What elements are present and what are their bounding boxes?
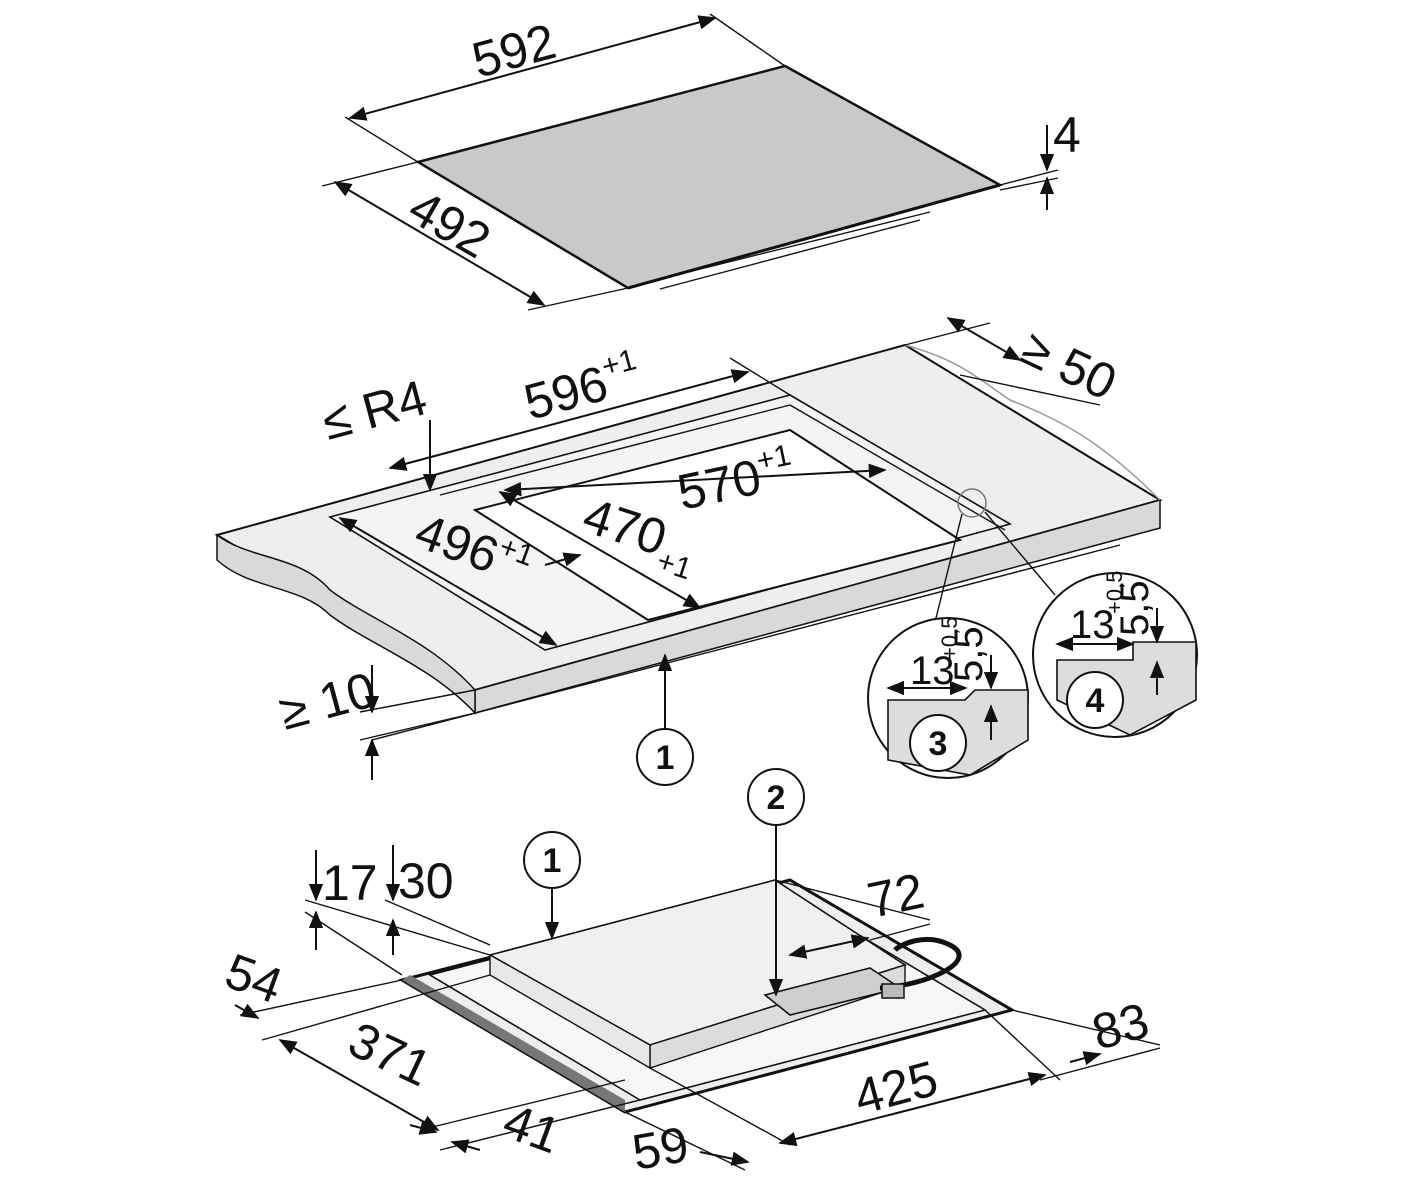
power-cable [879, 937, 962, 991]
detail-3-width: 13 [910, 649, 955, 693]
underside-callout-2: 2 [767, 779, 786, 817]
dim-4: 4 [1053, 107, 1081, 163]
dim-line-425 [778, 1072, 1047, 1146]
dim-line-50 [946, 317, 1022, 361]
worktop-right-break [904, 344, 1161, 501]
dim-30: 30 [398, 853, 454, 909]
dim-59: 59 [628, 1116, 693, 1181]
dim-50: ≥ 50 [1013, 319, 1125, 411]
hob-underside-line [639, 211, 931, 285]
underside-view: 1 2 17 30 54 371 41 59 [218, 768, 1161, 1181]
dim-41: 41 [496, 1093, 567, 1165]
dim-17: 17 [322, 855, 378, 911]
dim-line-470 [498, 491, 702, 609]
hob-glass-plate [414, 64, 1004, 290]
callout-1: 1 [656, 739, 675, 777]
hob-plate-view: 592 492 4 [321, 13, 1081, 311]
dim-line-72 [788, 934, 870, 959]
detail-4-tol: +0,5 [1102, 571, 1127, 614]
detail-4-width: 13 [1070, 603, 1115, 647]
callout-1-circle [636, 728, 694, 786]
worktop-view: 596+1 ≤ R4 570+1 470+1 496+1 ≥ 50 [214, 317, 1163, 786]
dim-line-596 [388, 369, 750, 471]
dim-line-371 [278, 1039, 440, 1131]
dim-r4: ≤ R4 [316, 369, 432, 450]
detail-3: 13 5,5 +0,5 3 [867, 617, 1029, 779]
callout-3: 3 [929, 725, 948, 763]
dim-line-492 [333, 181, 546, 306]
dim-54: 54 [218, 943, 289, 1015]
dim-72: 72 [863, 862, 929, 928]
dim-line-496 [338, 517, 558, 646]
underside-callout-1: 1 [543, 842, 562, 880]
detail-4: 13 5,5 +0,5 4 [1032, 571, 1198, 738]
detail-marker [957, 488, 987, 518]
dim-592: 592 [466, 13, 561, 89]
dim-371: 371 [340, 1011, 439, 1097]
hob-underside-line-2 [659, 219, 921, 290]
callout-4: 4 [1086, 682, 1105, 720]
detail-3-tol: +0,5 [937, 617, 962, 660]
dim-425: 425 [848, 1050, 943, 1126]
dim-83: 83 [1086, 992, 1154, 1060]
detail-4-depth: 5,5 [1113, 580, 1157, 636]
detail-3-depth: 5,5 [947, 626, 991, 682]
dim-line-570 [503, 463, 887, 497]
hob-plate-edge [627, 183, 1001, 290]
dim-line-592 [348, 15, 717, 121]
dim-10: ≥ 10 [273, 661, 381, 740]
